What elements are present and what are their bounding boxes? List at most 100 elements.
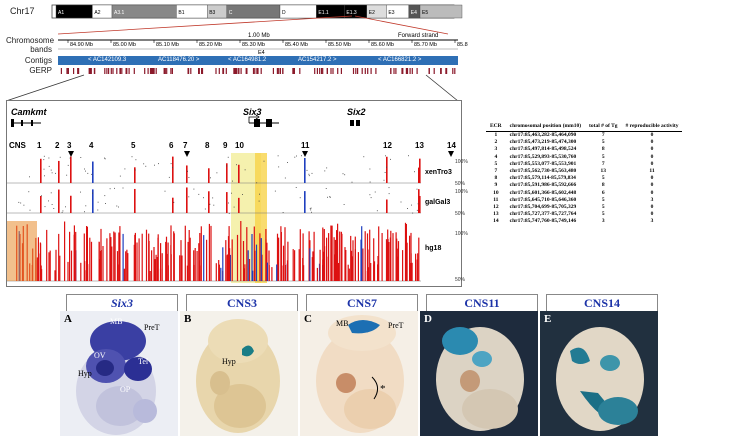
anno-c-asterisk: * <box>380 383 386 395</box>
conservation-dot <box>416 188 418 190</box>
ruler-tick-label-0: 84.90 Mb <box>70 42 93 48</box>
hg18-conservation-bar <box>397 241 400 281</box>
gerp-mark <box>406 68 409 74</box>
ruler-tick-label-1: 85.00 Mb <box>113 42 136 48</box>
hg18-conservation-bar <box>387 229 389 281</box>
conservation-dot <box>80 191 81 193</box>
hg18-conservation-bar <box>186 265 188 281</box>
contigs-bar: < AC142109.3 AC118476.20 > < AC164981.2 … <box>58 56 458 65</box>
hg18-conservation-bar <box>298 249 300 281</box>
gerp-mark <box>218 68 220 74</box>
hg18-conservation-bar <box>360 239 362 281</box>
strand-text: Forward strand <box>398 33 438 39</box>
ecr-cell: 7 <box>494 168 498 175</box>
conservation-dot <box>344 174 346 176</box>
ruler-tick-label-6: 85.50 Mb <box>328 42 351 48</box>
hg18-conservation-bar <box>236 234 239 281</box>
band-label-10: E2 <box>369 10 375 16</box>
hg18-conservation-bar <box>106 238 108 281</box>
gerp-mark <box>314 68 316 74</box>
hg18-conservation-bar <box>118 232 120 281</box>
hg18-conservation-bar <box>337 223 339 281</box>
hg18-conservation-bar <box>165 236 168 281</box>
ecr-cell: chr17:85,497,814-85,498,524 <box>509 146 577 153</box>
conservation-dot <box>259 193 260 195</box>
hg18-conservation-bar <box>334 239 336 281</box>
conservation-peak <box>186 165 188 183</box>
conservation-dot <box>228 212 230 214</box>
conservation-dot <box>28 191 30 193</box>
contig-4: AC154217.2 > <box>298 57 337 63</box>
hg18-conservation-bar <box>302 258 304 281</box>
ecr-cell: 3 <box>650 196 654 203</box>
hg18-conservation-bar <box>70 250 73 281</box>
hg18-conservation-bar <box>114 232 116 281</box>
hg18-conservation-bar <box>266 262 268 281</box>
gerp-mark <box>166 68 168 74</box>
conservation-dot <box>226 165 228 167</box>
gerp-mark <box>108 68 110 74</box>
hg18-conservation-bar <box>337 263 339 281</box>
ecr-cell: 0 <box>650 182 654 189</box>
ecr-cell: 0 <box>650 204 654 211</box>
conservation-dot <box>84 211 85 213</box>
anno-c-pret: PreT <box>388 321 404 330</box>
conservation-peak <box>92 161 94 183</box>
cns-label-4: 4 <box>89 141 94 150</box>
hg18-conservation-bar <box>90 241 93 281</box>
conservation-dot <box>210 177 211 179</box>
ecr-cell: 0 <box>650 189 654 196</box>
conservation-dot <box>164 190 166 192</box>
hg18-conservation-bar <box>37 237 39 281</box>
conservation-peak <box>58 160 60 183</box>
panel-letter-b: B <box>184 313 192 325</box>
conservation-dot <box>48 157 50 159</box>
band-label-2: A2 <box>94 10 100 16</box>
conservation-dot <box>227 156 229 158</box>
hg18-conservation-bar <box>109 233 111 281</box>
ruler-tick-label-2: 85.10 Mb <box>156 42 179 48</box>
conservation-dot <box>51 204 53 205</box>
conservation-peak <box>386 199 388 213</box>
hg18-conservation-bar <box>240 221 242 281</box>
hg18-conservation-bar <box>352 240 354 281</box>
conservation-dot <box>109 188 111 190</box>
gerp-mark <box>125 68 127 74</box>
hg18-conservation-bar <box>41 269 43 281</box>
gerp-mark <box>153 68 155 74</box>
conservation-dot <box>48 165 50 167</box>
conservation-dot <box>53 208 55 209</box>
hg18-conservation-bar <box>39 242 41 281</box>
conservation-dot <box>44 175 45 177</box>
embryo-image-c <box>316 315 404 433</box>
hg18-conservation-bar <box>369 229 371 281</box>
gerp-mark <box>187 68 189 74</box>
band-label-1: A1 <box>58 10 64 16</box>
conservation-dot <box>325 188 327 189</box>
hg18-conservation-bar <box>303 265 305 281</box>
gerp-mark <box>234 68 236 74</box>
gene-models <box>11 114 360 127</box>
hg18-conservation-bar <box>208 223 210 281</box>
gerp-mark <box>319 68 321 74</box>
gerp-mark <box>276 68 278 74</box>
conservation-peak <box>40 158 42 183</box>
hg18-conservation-bar <box>411 262 413 281</box>
gerp-mark <box>222 68 225 74</box>
ecr-cell: 13 <box>600 168 607 175</box>
conservation-dot <box>384 172 386 173</box>
gerp-mark <box>93 68 95 74</box>
conservation-peak <box>419 196 421 213</box>
hg18-conservation-bar <box>344 247 346 281</box>
conservation-dot <box>43 155 45 157</box>
gerp-mark <box>198 68 200 74</box>
conservation-dot <box>417 203 419 205</box>
gerp-mark <box>240 68 242 74</box>
conservation-dot <box>299 197 301 199</box>
gerp-mark <box>235 68 237 74</box>
hg18-conservation-bar <box>215 263 217 281</box>
cns-label-11: 11 <box>301 141 310 150</box>
conservation-peak <box>419 158 421 183</box>
